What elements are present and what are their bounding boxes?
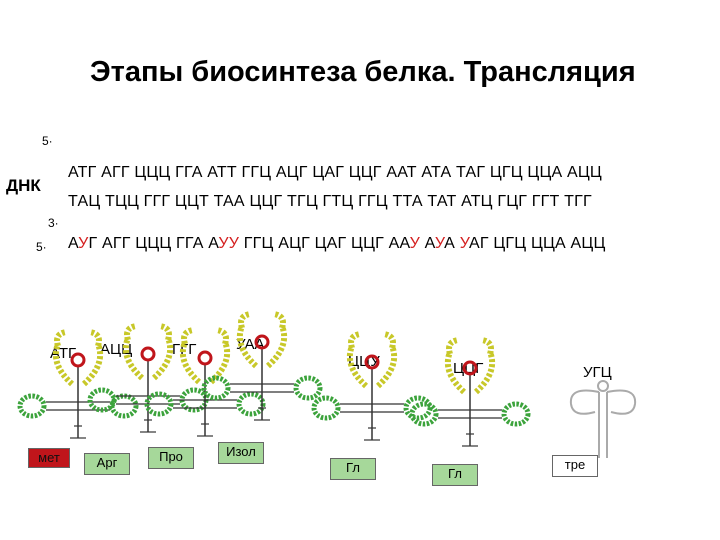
mrna-segment: ГГЦ АЦГ ЦАГ ЦЦГ АА: [239, 235, 410, 252]
mrna-segment: Г АГГ ЦЦЦ ГГА А: [88, 235, 219, 252]
mrna-uracil-highlight: УУ: [218, 235, 240, 252]
anticodon-7: УГЦ: [583, 364, 612, 381]
mrna-segment: А: [68, 235, 79, 252]
amino-acid-2: Арг: [84, 453, 130, 475]
dna-bottom-strand: ТАЦ ТЦЦ ГГГ ЦЦТ ТАА ЦЦГ ТГЦ ГТЦ ГГЦ ТТА …: [68, 193, 592, 210]
amino-acid-4: Изол: [218, 442, 264, 464]
amino-acid-3: Про: [148, 447, 194, 469]
amino-acid-1: мет: [28, 448, 70, 468]
mrna-segment: А: [420, 235, 435, 252]
dna-top-strand: АТГ АГГ ЦЦЦ ГГА АТТ ГГЦ АЦГ ЦАГ ЦЦГ ААТ …: [68, 164, 602, 181]
mrna-uracil-highlight: У: [409, 235, 421, 252]
amino-acid-5: Гл: [330, 458, 376, 480]
mrna-uracil-highlight: У: [78, 235, 89, 252]
page-title: Этапы биосинтеза белка. Трансляция: [90, 56, 636, 88]
three-prime-label: 3·: [48, 216, 59, 230]
mrna-uracil-highlight: У: [434, 235, 445, 252]
five-prime-label: 5·: [42, 134, 53, 148]
amino-acid-6: Гл: [432, 464, 478, 486]
mrna-segment: АГ ЦГЦ ЦЦА АЦЦ: [468, 235, 606, 252]
mrna-uracil-highlight: У: [459, 235, 469, 252]
dna-label: ДНК: [6, 176, 41, 195]
mrna-strand: АУГ АГГ ЦЦЦ ГГА АУУ ГГЦ АЦГ ЦАГ ЦЦГ ААУ …: [68, 235, 605, 253]
five-prime-mrna-label: 5·: [36, 240, 47, 254]
mrna-segment: А: [444, 235, 460, 252]
amino-acid-7: тре: [552, 455, 598, 477]
